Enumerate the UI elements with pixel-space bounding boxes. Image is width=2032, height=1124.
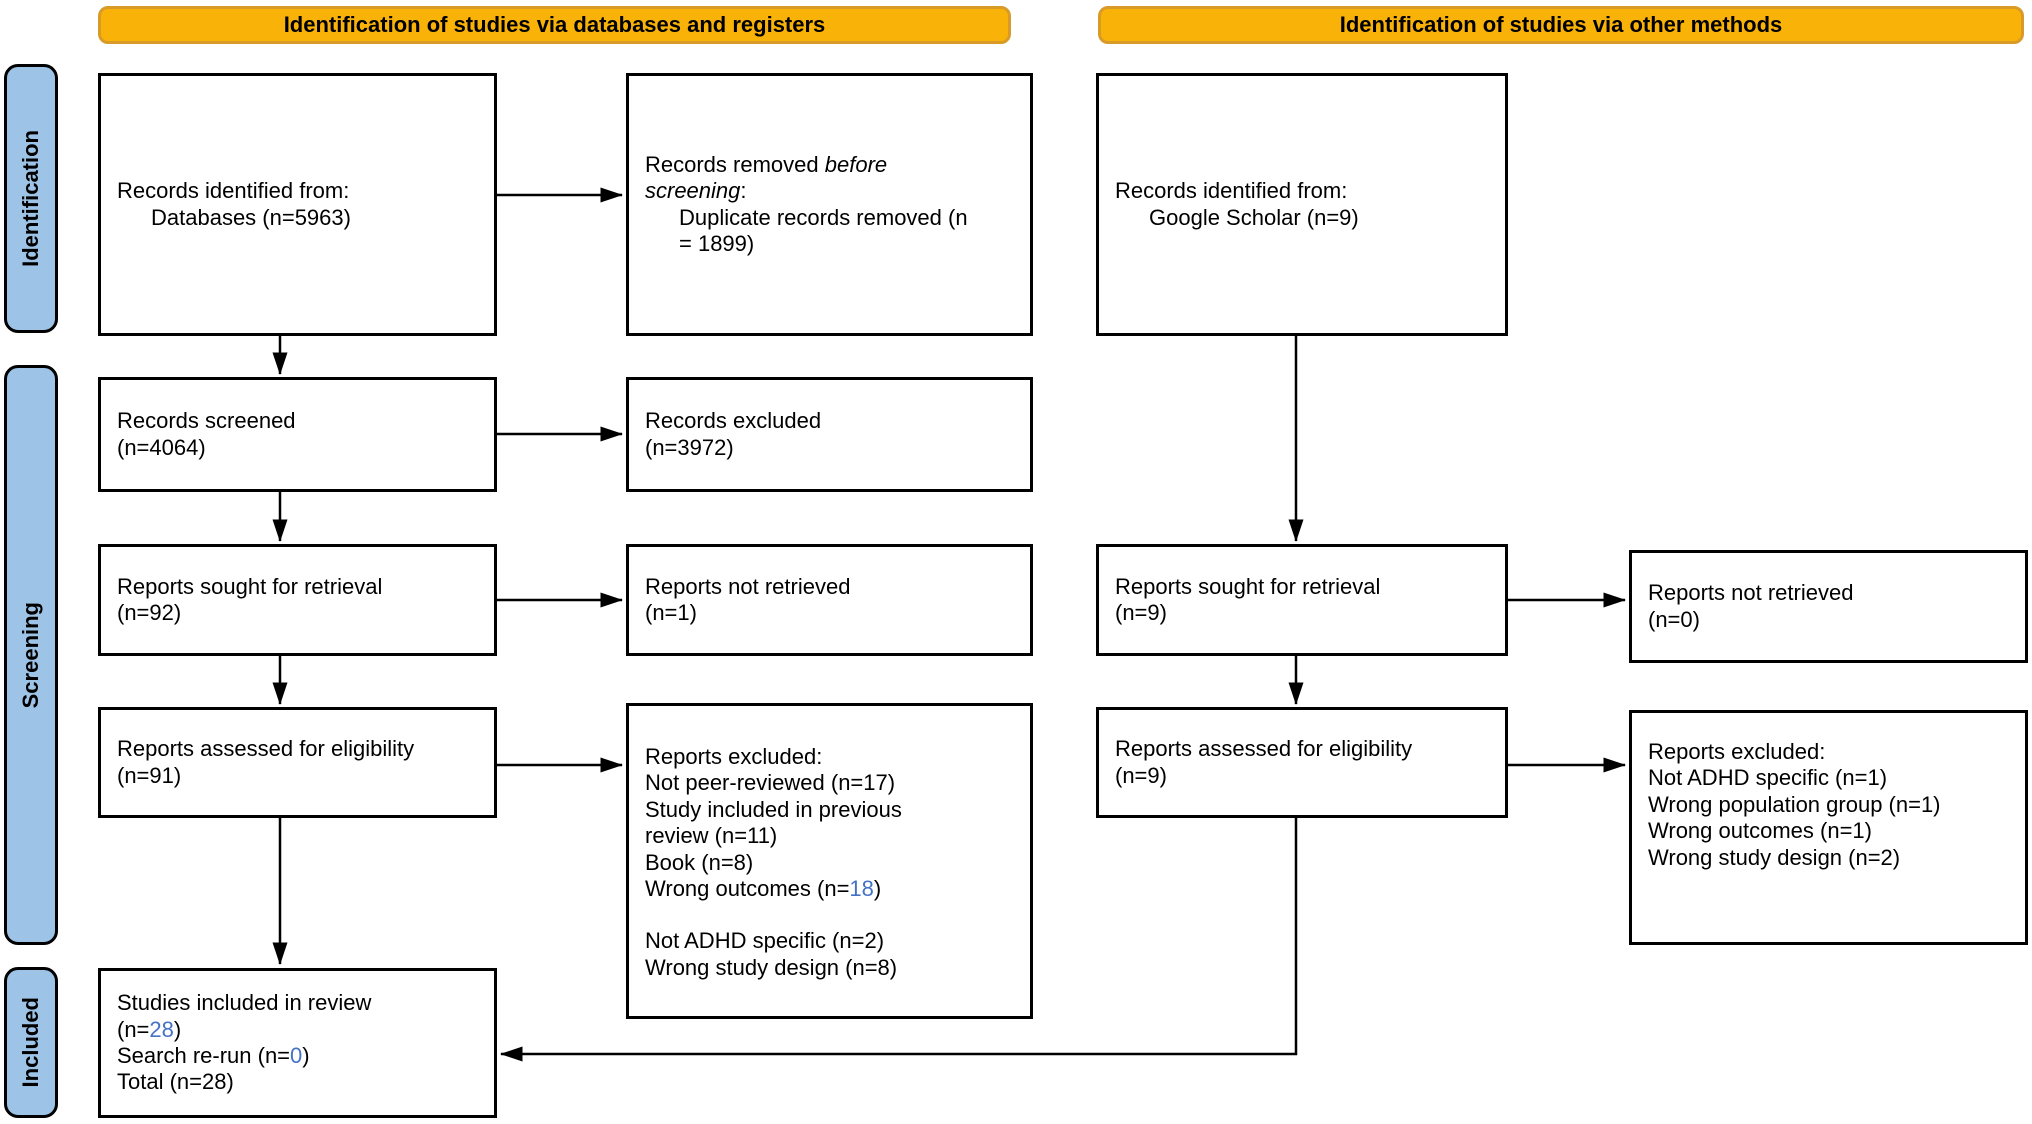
box-line: Records excluded — [645, 408, 822, 434]
box-line: Reports not retrieved — [1648, 580, 1854, 606]
box-line: Records removed before — [645, 151, 888, 177]
highlighted-count: 18 — [849, 875, 874, 901]
box-records-identified-databases: Records identified from: Databases (n=59… — [98, 73, 497, 336]
box-line: (n=9) — [1115, 762, 1167, 788]
box-line: Reports assessed for eligibility — [1115, 736, 1413, 762]
header-databases-registers-label: Identification of studies via databases … — [283, 12, 826, 37]
box-line: Studies included in review — [117, 990, 372, 1016]
highlighted-count: 28 — [149, 1016, 174, 1042]
box-records-identified-google-scholar: Records identified from: Google Scholar … — [1096, 73, 1508, 336]
sidebar-identification-label: Identification — [18, 130, 43, 267]
box-line: Wrong outcomes (n=18) — [645, 875, 882, 901]
header-databases-registers: Identification of studies via databases … — [98, 6, 1011, 44]
box-line: Records identified from: — [117, 178, 350, 204]
box-line: Wrong study design (n=8) — [645, 954, 898, 980]
box-line: Records screened — [117, 408, 296, 434]
box-reports-excluded-right: Reports excluded: Not ADHD specific (n=1… — [1629, 710, 2028, 945]
box-line: Wrong outcomes (n=1) — [1648, 818, 1872, 844]
box-reports-not-retrieved-left: Reports not retrieved (n=1) — [626, 544, 1033, 656]
box-line: review (n=11) — [645, 823, 778, 849]
sidebar-screening-label: Screening — [18, 601, 43, 709]
box-line: Not ADHD specific (n=1) — [1648, 765, 1888, 791]
spacer — [645, 902, 1018, 928]
box-reports-sought-right: Reports sought for retrieval (n=9) — [1096, 544, 1508, 656]
box-line: (n=92) — [117, 600, 182, 625]
box-records-removed-before-screening: Records removed before screening: Duplic… — [626, 73, 1033, 336]
box-line: (n=3972) — [645, 434, 734, 460]
box-line: Total (n=28) — [117, 1069, 234, 1095]
box-reports-assessed-right: Reports assessed for eligibility (n=9) — [1096, 707, 1508, 818]
box-line: Study included in previous — [645, 796, 902, 822]
box-line: Databases (n=5963) — [151, 204, 351, 230]
box-line: Reports sought for retrieval — [1115, 573, 1381, 599]
box-records-screened: Records screened (n=4064) — [98, 377, 497, 492]
box-line: Google Scholar (n=9) — [1149, 204, 1359, 230]
sidebar-identification: Identification — [4, 64, 58, 333]
box-line: Book (n=8) — [645, 849, 754, 875]
box-reports-excluded-left: Reports excluded: Not peer-reviewed (n=1… — [626, 703, 1033, 1019]
box-line: (n=28) — [117, 1016, 182, 1042]
box-line: = 1899) — [679, 230, 755, 256]
sidebar-included: Included — [4, 967, 58, 1118]
header-other-methods: Identification of studies via other meth… — [1098, 6, 2024, 44]
box-line: (n=4064) — [117, 434, 206, 460]
box-line: (n=9) — [1115, 600, 1167, 625]
box-line: Reports sought for retrieval — [117, 573, 383, 599]
box-line: Wrong study design (n=2) — [1648, 844, 1901, 870]
box-line: Reports assessed for eligibility — [117, 736, 415, 762]
box-records-excluded: Records excluded (n=3972) — [626, 377, 1033, 492]
box-studies-included: Studies included in review (n=28) Search… — [98, 968, 497, 1118]
box-line: (n=1) — [645, 600, 697, 625]
box-line: (n=91) — [117, 762, 182, 788]
box-line: Records identified from: — [1115, 178, 1348, 204]
box-line: Reports excluded: — [645, 744, 823, 769]
highlighted-count: 0 — [290, 1043, 303, 1068]
box-line: Duplicate records removed (n — [679, 204, 968, 230]
box-line: Not peer-reviewed (n=17) — [645, 770, 896, 796]
box-reports-not-retrieved-right: Reports not retrieved (n=0) — [1629, 550, 2028, 663]
box-line: (n=0) — [1648, 606, 1700, 632]
box-line: screening: — [645, 178, 747, 204]
box-reports-assessed-left: Reports assessed for eligibility (n=91) — [98, 707, 497, 818]
box-line: Not ADHD specific (n=2) — [645, 928, 885, 954]
sidebar-screening: Screening — [4, 365, 58, 945]
box-line: Search re-run (n=0) — [117, 1043, 310, 1068]
box-line: Reports excluded: — [1648, 739, 1826, 764]
box-reports-sought-left: Reports sought for retrieval (n=92) — [98, 544, 497, 656]
header-other-methods-label: Identification of studies via other meth… — [1339, 12, 1783, 37]
sidebar-included-label: Included — [18, 997, 43, 1088]
box-line: Reports not retrieved — [645, 573, 851, 599]
box-line: Wrong population group (n=1) — [1648, 791, 1941, 817]
